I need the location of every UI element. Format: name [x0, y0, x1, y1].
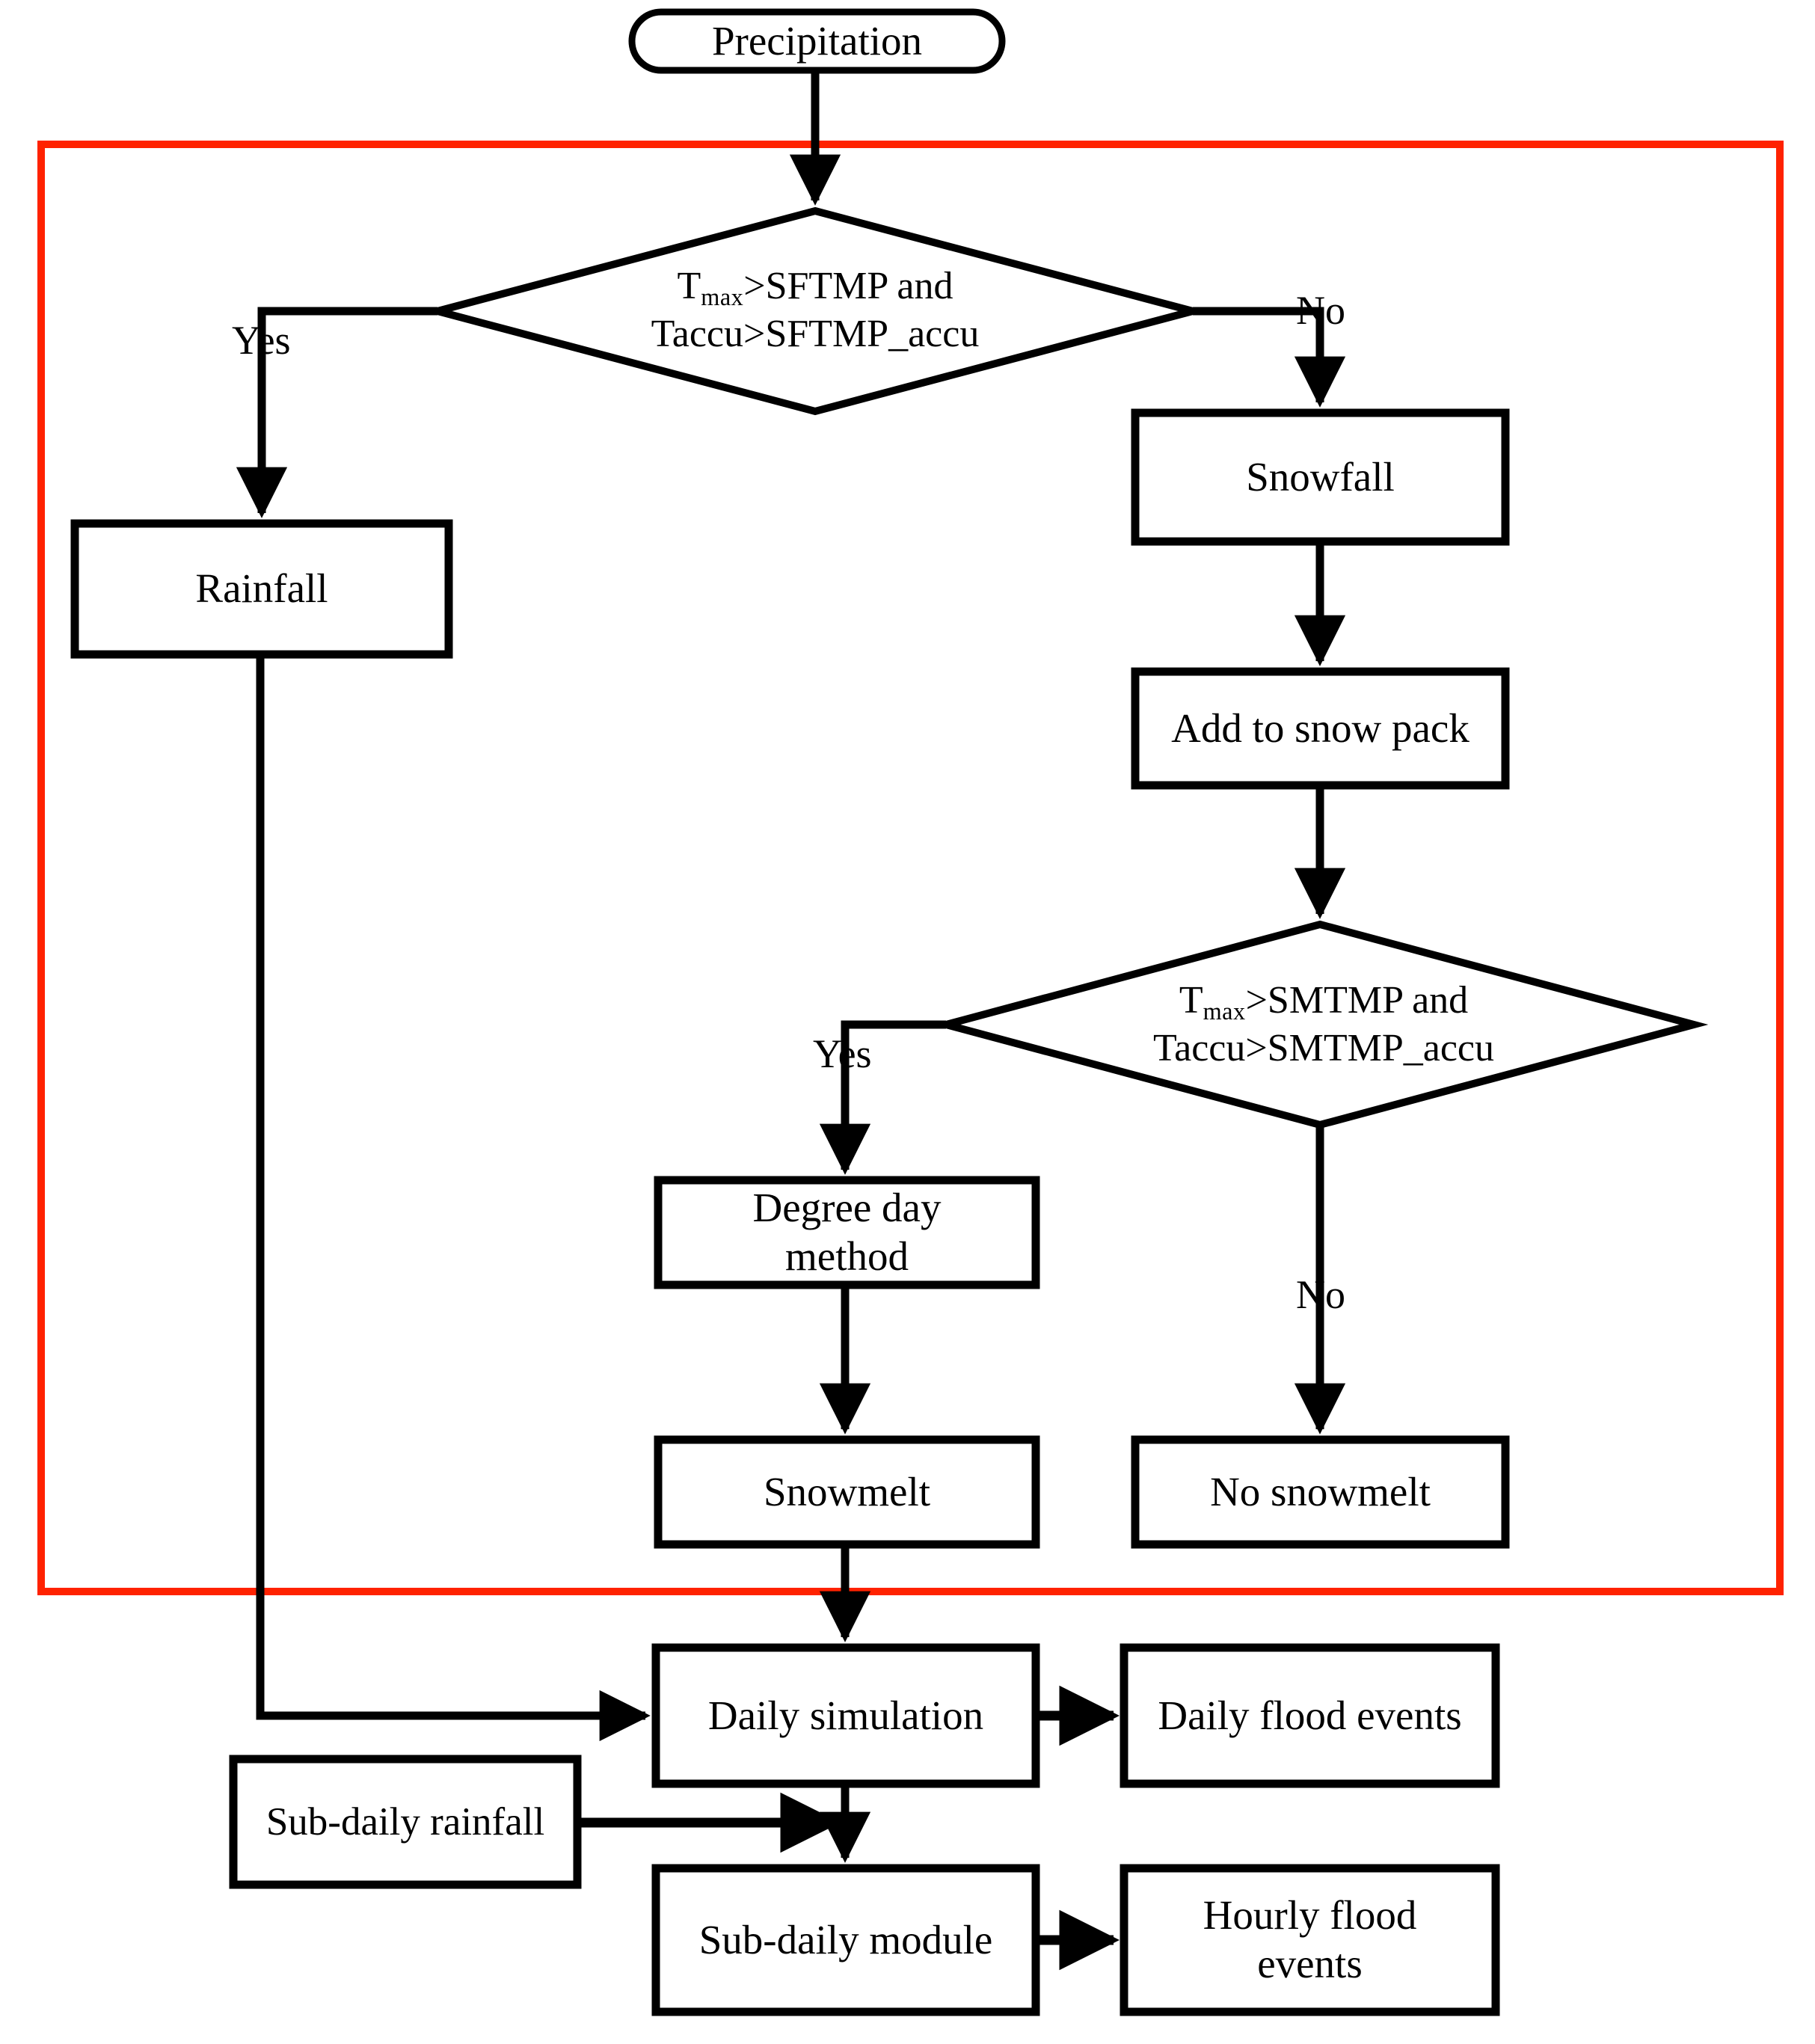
add-to-snow-pack-node-shape[interactable]: [1131, 667, 1510, 790]
decision-snowmelt-shape[interactable]: [931, 920, 1709, 1129]
no-snowmelt-node-shape[interactable]: [1131, 1435, 1510, 1549]
snow-module-boundary: [37, 141, 1784, 1595]
daily-flood-events-node-shape[interactable]: [1120, 1643, 1500, 1788]
rainfall-node-shape[interactable]: [70, 519, 453, 659]
edge-decision-no-to-snowfall: [1193, 307, 1346, 408]
edge-decision-yes-to-rainfall: [236, 307, 437, 518]
sub-daily-module-node-shape[interactable]: [651, 1864, 1040, 2016]
sub-daily-rainfall-node-shape[interactable]: [229, 1755, 582, 1889]
edge-label-snowmelt-yes: Yes: [813, 1031, 872, 1076]
degree-day-method-node-shape[interactable]: [654, 1176, 1040, 1289]
daily-simulation-node-shape[interactable]: [651, 1643, 1040, 1788]
precipitation-node-shape[interactable]: [628, 8, 1006, 74]
edge-label-snowfall-yes: Yes: [232, 318, 291, 363]
hourly-flood-events-node-shape[interactable]: [1120, 1864, 1500, 2016]
decision-snowfall-shape[interactable]: [423, 206, 1208, 416]
edge-decision-snowmelt-yes-to-degree-day: [819, 1020, 946, 1175]
snowfall-node-shape[interactable]: [1131, 408, 1510, 546]
edge-rainfall-to-daily-simulation: [256, 655, 651, 1742]
edge-label-snowmelt-no: No: [1296, 1272, 1345, 1317]
snowmelt-node-shape[interactable]: [654, 1435, 1040, 1549]
edge-label-snowfall-no: No: [1296, 288, 1345, 333]
